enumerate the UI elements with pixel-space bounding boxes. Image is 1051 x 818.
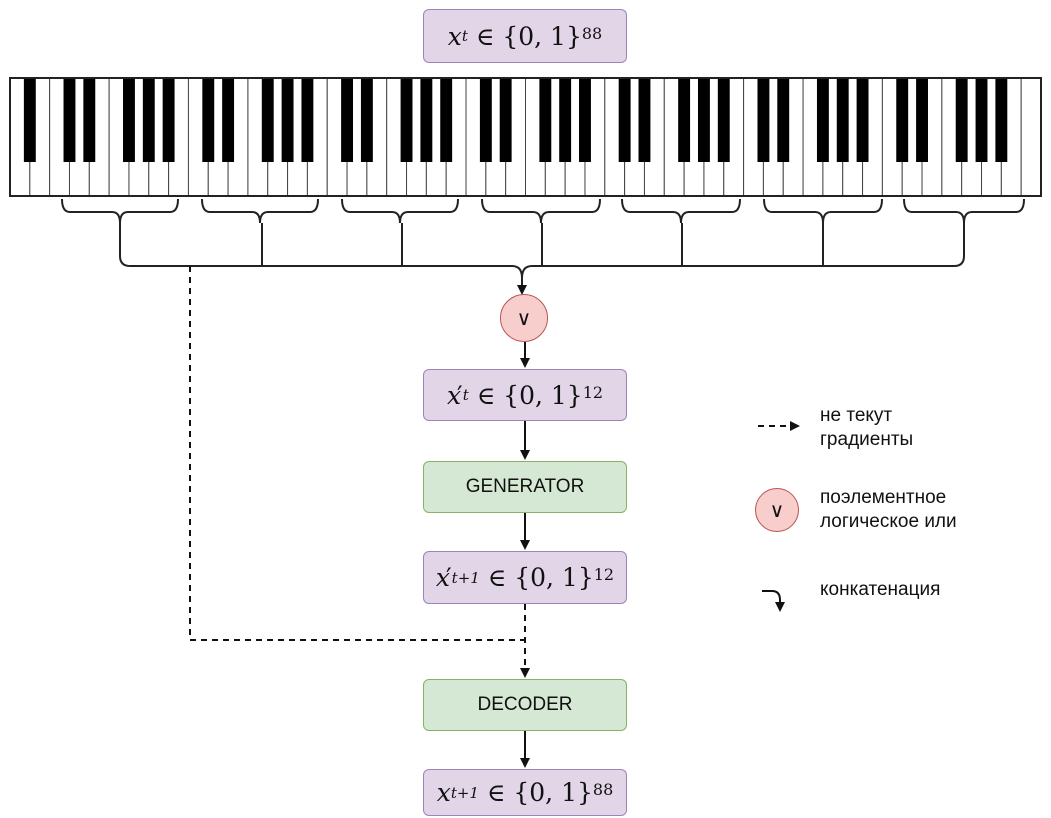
decoder-label: DECODER <box>477 694 573 715</box>
octave-braces <box>61 198 1025 224</box>
generator-label: GENERATOR <box>465 476 585 497</box>
reduced-prime: ′ <box>457 380 463 410</box>
legend-or-icon: ∨ <box>755 488 799 532</box>
input-sub: t <box>461 27 468 45</box>
black-key <box>757 78 770 162</box>
black-key <box>579 78 591 162</box>
next-reduced-prime: ′ <box>445 563 452 592</box>
white-key <box>1020 77 1042 197</box>
octave-brace <box>621 198 741 224</box>
output-sub: t+1 <box>450 783 479 802</box>
concat-line-right <box>521 223 965 279</box>
black-key <box>816 78 829 162</box>
reduced-vector-12: x′t ∈ {0, 1}12 <box>423 369 627 421</box>
next-reduced-sub: t+1 <box>451 568 480 587</box>
black-key <box>360 78 373 162</box>
legend-no-gradient-text: не текут градиенты <box>820 405 914 450</box>
black-key <box>678 78 691 162</box>
concatenation-tree <box>119 223 965 295</box>
black-key <box>440 78 453 162</box>
octave-brace <box>61 198 179 224</box>
reduced-var: x <box>446 380 462 410</box>
piano-keyboard <box>9 77 1042 197</box>
black-key <box>539 78 552 162</box>
input-rel: ∈ {0, 1} <box>475 21 582 51</box>
black-key <box>697 78 710 162</box>
legend-graphics <box>758 421 800 612</box>
black-key <box>955 78 968 162</box>
black-keys <box>23 78 1008 162</box>
black-key <box>83 78 96 162</box>
black-key <box>142 78 155 162</box>
generator-box: GENERATOR <box>423 461 627 513</box>
black-key <box>479 78 492 162</box>
black-key <box>618 78 631 162</box>
legend-or-text: поэлементное логическое или <box>820 487 957 532</box>
black-key <box>559 78 572 162</box>
input-sup: 88 <box>581 23 603 43</box>
reduced-sub: t <box>462 386 469 404</box>
black-key <box>777 78 790 162</box>
octave-brace <box>341 198 459 224</box>
no-gradient-paths <box>189 266 530 678</box>
output-rel: ∈ {0, 1} <box>486 778 593 807</box>
black-key <box>261 78 274 162</box>
skip-connection-dashed <box>189 266 525 641</box>
octave-brace <box>201 198 319 224</box>
elementwise-or-node: ∨ <box>500 294 548 342</box>
output-var: x <box>436 778 451 807</box>
black-key <box>63 78 76 162</box>
concat-line-left <box>119 223 523 279</box>
piano-frame <box>9 77 1042 197</box>
black-key <box>916 78 928 162</box>
black-key <box>499 78 512 162</box>
next-reduced-sup: 12 <box>593 565 615 584</box>
octave-brace <box>481 198 601 224</box>
octave-brace <box>763 198 883 224</box>
black-key <box>638 78 651 162</box>
legend-concat-arrow <box>762 590 785 612</box>
black-key <box>202 78 215 162</box>
black-key <box>717 78 730 162</box>
next-reduced-vector-12: x′t+1 ∈ {0, 1}12 <box>423 551 627 604</box>
black-key <box>23 78 36 162</box>
input-var: x <box>447 21 462 51</box>
black-key <box>123 78 135 162</box>
black-key <box>400 78 413 162</box>
reduced-sup: 12 <box>582 382 604 402</box>
next-reduced-var: x <box>435 563 450 592</box>
black-key <box>995 78 1008 162</box>
black-key <box>222 78 235 162</box>
black-key <box>301 78 314 162</box>
octave-brace <box>903 198 1025 224</box>
output-sup: 88 <box>592 780 614 799</box>
next-reduced-rel: ∈ {0, 1} <box>487 563 594 592</box>
decoder-box: DECODER <box>423 679 627 731</box>
or-symbol: ∨ <box>516 306 532 330</box>
black-key <box>836 78 849 162</box>
black-key <box>856 78 869 162</box>
black-key <box>896 78 909 162</box>
legend-or-symbol: ∨ <box>769 498 785 522</box>
black-key <box>162 78 175 162</box>
black-key <box>420 78 433 162</box>
black-key <box>341 78 354 162</box>
black-key <box>975 78 988 162</box>
legend-concat-text: конкатенация <box>820 579 941 600</box>
black-key <box>281 78 294 162</box>
reduced-rel: ∈ {0, 1} <box>476 380 583 410</box>
